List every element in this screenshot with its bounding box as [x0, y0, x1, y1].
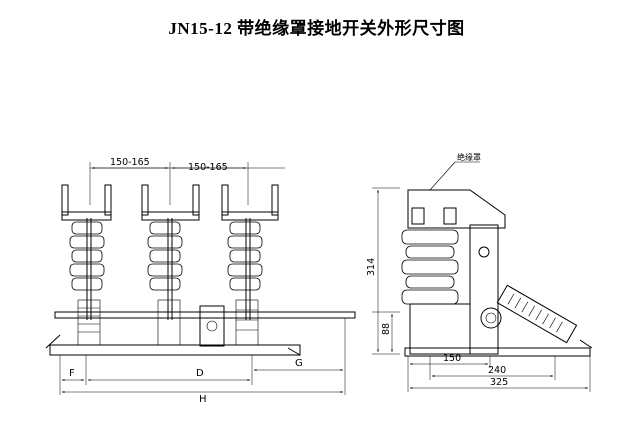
pole-1: [61, 184, 112, 346]
dim-H-label: H: [199, 394, 207, 405]
dim-88-label: 88: [381, 323, 392, 335]
pole-2: [141, 184, 200, 346]
dim-240-label: 240: [488, 365, 506, 376]
dim-314-label: 314: [366, 258, 377, 276]
drawing-title: JN15-12 带绝缘罩接地开关外形尺寸图: [168, 19, 465, 38]
insulating-cover-label: 绝缘罩: [457, 152, 481, 162]
side-view: 绝缘罩: [366, 152, 593, 392]
front-view: 150-165 150-165: [45, 157, 356, 405]
dim-D-label: D: [196, 368, 204, 379]
dim-325-label: 325: [490, 377, 508, 388]
pole-spacing-right-label: 150-165: [188, 162, 228, 173]
dim-150-label: 150: [443, 353, 461, 364]
pole-spacing-left-label: 150-165: [110, 157, 150, 168]
pole-3: [221, 184, 279, 346]
dim-F-label: F: [69, 368, 75, 379]
dim-G-label: G: [295, 358, 303, 369]
